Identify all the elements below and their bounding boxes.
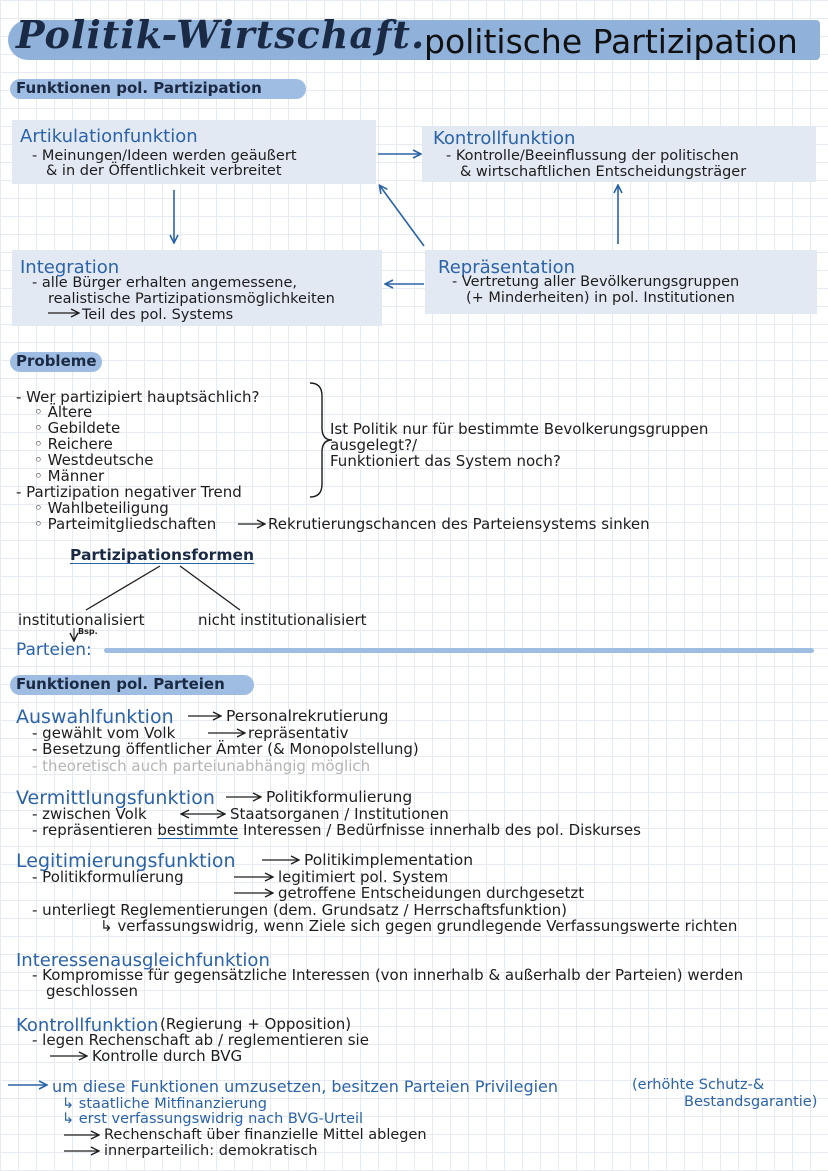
legitimierung-line1a: - Politikformulierung: [32, 868, 184, 886]
vermittlung-line1a: - zwischen Volk: [32, 805, 147, 823]
kontrolle-line1: - legen Rechenschaft ab / reglementieren…: [32, 1031, 369, 1049]
privilegien-line4: innerparteilich: demokratisch: [104, 1143, 318, 1159]
section-heading-highlight: [10, 79, 306, 99]
interessen-title: Interessenausgleichfunktion: [16, 950, 270, 971]
privilegien-paren1: (erhöhte Schutz-&: [632, 1077, 765, 1093]
privilegien-line2: ↳ erst verfassungswidrig nach BVG-Urteil: [62, 1111, 364, 1127]
interessen-line2: geschlossen: [46, 982, 139, 1000]
legitimierung-line1b: legitimiert pol. System: [278, 868, 449, 886]
kontrolle-line2: Kontrolle durch BVG: [92, 1047, 243, 1065]
auswahl-line1a: - gewählt vom Volk: [32, 724, 176, 742]
vermittlung-title: Vermittlungsfunktion: [16, 787, 215, 809]
integration-line2: realistische Partizipationsmöglichkeiten: [48, 291, 335, 307]
kontroll-line2: & wirtschaftlichen Entscheidungsträger: [460, 164, 747, 180]
rekrutierung-text: Rekrutierungschancen des Parteiensystems…: [268, 515, 650, 533]
probleme-side-1: Ist Politik nur für bestimmte Bevolkerun…: [330, 420, 709, 438]
list-item: ◦ Reichere: [34, 435, 113, 453]
list-item: ◦ Parteimitgliedschaften: [34, 515, 217, 533]
probleme-side-3: Funktioniert das System noch?: [330, 452, 561, 470]
auswahl-line3: - theoretisch auch parteiunabhängig mögl…: [32, 757, 371, 775]
box-repraesentation: [425, 250, 817, 314]
legitimierung-arrow-text: Politikimplementation: [304, 851, 474, 869]
repraesentation-title: Repräsentation: [438, 257, 576, 278]
partizipationsformen-title: Partizipationsformen: [70, 546, 255, 564]
legitimierung-title: Legitimierungsfunktion: [16, 850, 236, 872]
kontrolle-paren: (Regierung + Opposition): [160, 1015, 352, 1033]
probleme-highlight: [10, 352, 102, 372]
auswahl-arrow-text: Personalrekrutierung: [226, 707, 389, 725]
repraesentation-line1: - Vertretung aller Bevölkerungsgruppen: [452, 274, 740, 290]
probleme-trend: - Partizipation negativer Trend: [16, 483, 242, 501]
list-item: ◦ Westdeutsche: [34, 451, 154, 469]
list-item: ◦ Wahlbeteiligung: [34, 499, 169, 517]
privilegien-paren2: Bestandsgarantie): [684, 1094, 818, 1110]
page-title-script: Politik-Wirtschaft.: [16, 12, 426, 57]
section-heading-partizipation: Funktionen pol. Partizipation: [16, 79, 262, 97]
interessen-line1: - Kompromisse für gegensätzliche Interes…: [32, 966, 744, 984]
box-artikulation: [12, 120, 376, 184]
vermittlung-line2: - repräsentieren bestimmte Interessen / …: [32, 821, 641, 839]
list-item: ◦ Ältere: [34, 403, 93, 421]
auswahl-title: Auswahlfunktion: [16, 706, 174, 728]
arrow-repraesentation-artikulation: [380, 186, 425, 247]
artikulation-line2: & in der Öffentlichkeit verbreitet: [46, 163, 282, 179]
artikulation-title: Artikulationfunktion: [20, 126, 198, 147]
repraesentation-line2: (+ Minderheiten) in pol. Institutionen: [466, 290, 735, 306]
auswahl-line1b: repräsentativ: [248, 724, 349, 742]
bsp-label: Bsp.: [78, 627, 98, 636]
parteien-label: Parteien:: [16, 640, 92, 660]
formen-left: institutionalisiert: [18, 611, 145, 629]
probleme-heading: Probleme: [16, 352, 97, 370]
formen-right: nicht institutionalisiert: [198, 611, 367, 629]
legitimierung-line1c: getroffene Entscheidungen durchgesetzt: [278, 884, 585, 902]
auswahl-line2: - Besetzung öffentlicher Ämter (& Monopo…: [32, 740, 419, 758]
box-kontroll: [422, 126, 816, 182]
privilegien-line3: Rechenschaft über finanzielle Mittel abl…: [104, 1127, 427, 1143]
privilegien-line1: ↳ staatliche Mitfinanzierung: [62, 1096, 267, 1112]
legitimierung-line2: - unterliegt Reglementierungen (dem. Gru…: [32, 901, 567, 919]
probleme-side-2: ausgelegt?/: [330, 436, 418, 454]
tree-line-left: [85, 565, 161, 611]
kontroll-title: Kontrollfunktion: [433, 128, 576, 149]
integration-line3: Teil des pol. Systems: [82, 307, 234, 323]
vermittlung-arrow-text: Politikformulierung: [266, 788, 413, 806]
vermittlung-line1b: Staatsorganen / Institutionen: [230, 805, 449, 823]
integration-line1: - alle Bürger erhalten angemessene,: [32, 275, 297, 291]
brace: [309, 382, 333, 498]
section-heading-parteien: Funktionen pol. Parteien: [16, 675, 225, 693]
list-item: ◦ Männer: [34, 467, 105, 485]
probleme-question: - Wer partizipiert hauptsächlich?: [16, 388, 260, 406]
tree-line-right: [179, 565, 241, 611]
privilegien-main: um diese Funktionen umzusetzen, besitzen…: [52, 1077, 559, 1096]
page-title: politische Partizipation: [424, 22, 798, 61]
kontroll-line1: - Kontrolle/Beeinflussung der politische…: [446, 148, 739, 164]
title-highlight: [8, 20, 820, 60]
parteien-divider: [104, 648, 814, 653]
legitimierung-line3: ↳ verfassungswidrig, wenn Ziele sich geg…: [100, 917, 738, 935]
artikulation-line1: - Meinungen/Ideen werden geäußert: [32, 148, 297, 164]
kontrolle-title: Kontrollfunktion: [16, 1015, 159, 1036]
list-item: ◦ Gebildete: [34, 419, 121, 437]
section-heading-highlight: [10, 675, 254, 695]
integration-title: Integration: [20, 257, 120, 278]
